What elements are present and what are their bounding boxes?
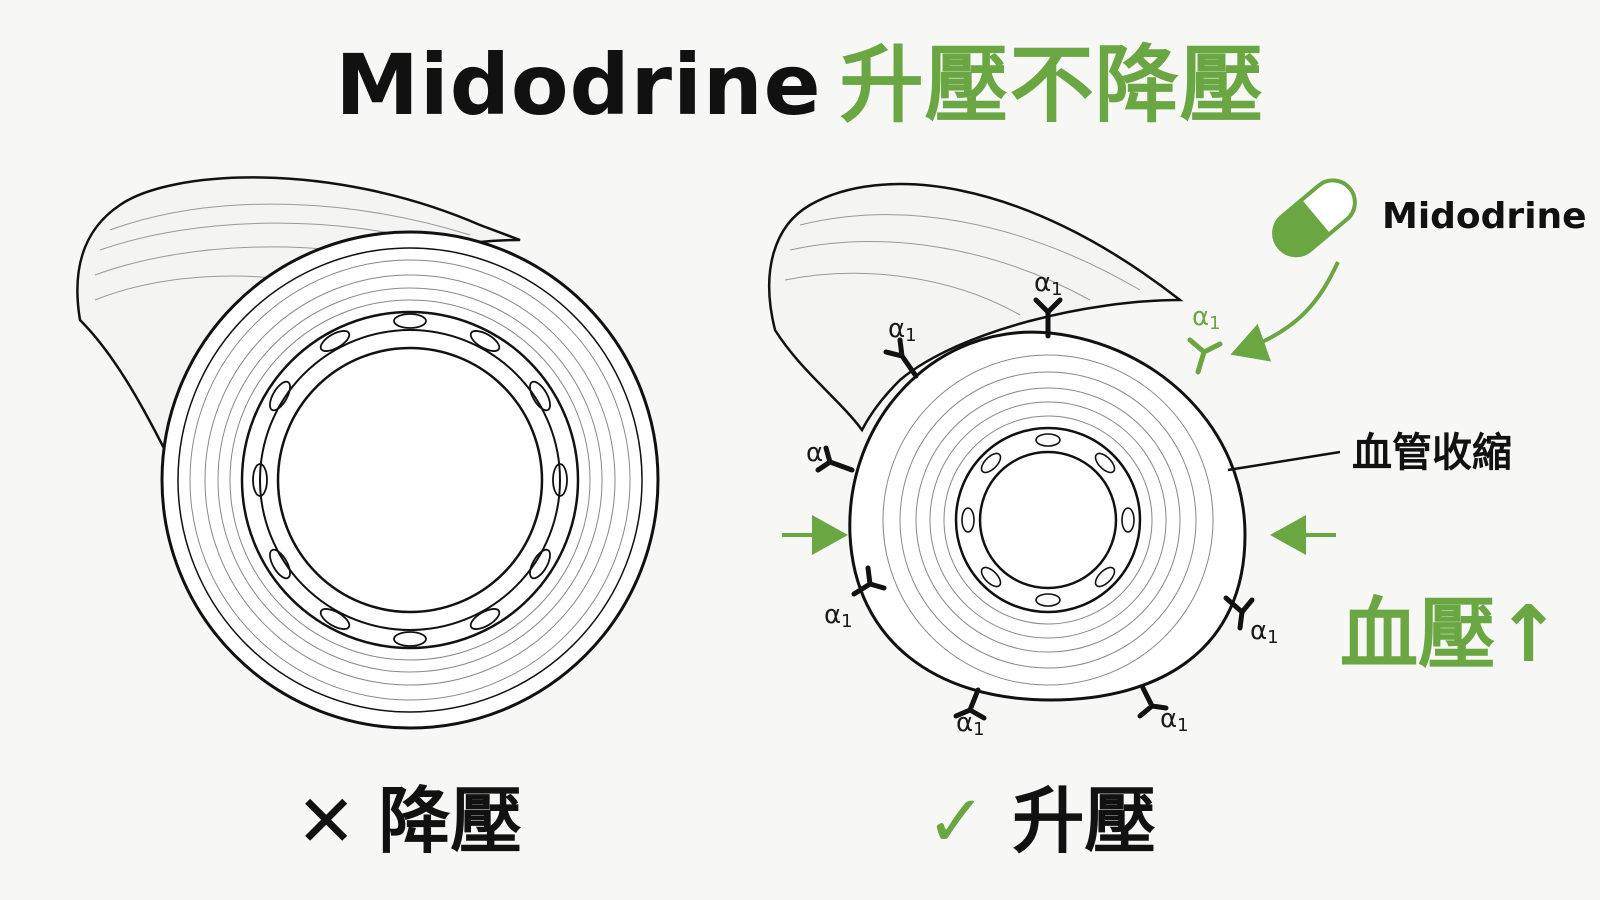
receptor-icon — [953, 687, 987, 721]
receptor-label: α1 — [956, 708, 985, 740]
receptor-icon — [1137, 685, 1169, 719]
constricted-endothelial-cells — [961, 433, 1135, 607]
left-caption-text: 降壓 — [378, 779, 523, 863]
receptor-label: α1 — [888, 314, 917, 346]
arrow-icon — [1230, 261, 1340, 362]
receptor-icon — [883, 337, 919, 379]
left-caption: ✕降壓 — [296, 762, 522, 867]
receptor-label: α1 — [1250, 616, 1279, 648]
normal-vessel — [76, 176, 660, 730]
receptor-label: α1 — [1160, 704, 1189, 736]
lumen — [276, 346, 544, 614]
endothelial-cells — [252, 313, 568, 647]
blood-pressure-up-label: 血壓↑ — [1340, 590, 1562, 680]
pill-capsule-icon — [1272, 178, 1357, 258]
right-caption-text: 升壓 — [1012, 779, 1157, 863]
constricted-inner-wall — [954, 426, 1142, 614]
receptor-label-active: α1 — [1192, 302, 1221, 334]
right-caption: ✓ 升壓 — [926, 762, 1156, 867]
receptor-icon — [851, 565, 887, 597]
receptor-icon-active — [1187, 337, 1223, 375]
receptor-icon — [1223, 595, 1255, 631]
receptor-label: α1 — [806, 438, 835, 470]
receptor-icon — [1033, 297, 1063, 339]
check-mark-icon: ✓ — [926, 779, 987, 863]
drug-label: Midodrine — [1382, 196, 1587, 237]
vessel-tube-texture-right — [784, 214, 1141, 316]
title-english: Midodrine — [335, 36, 822, 134]
constriction-pointer-line — [1227, 450, 1341, 472]
receptor-icon — [815, 445, 855, 473]
thick-muscle-layer-texture — [882, 354, 1214, 686]
receptor-label: α1 — [824, 600, 853, 632]
x-mark-icon: ✕ — [296, 779, 357, 863]
receptor-icons — [815, 297, 1255, 721]
inner-wall — [240, 310, 580, 650]
constriction-label: 血管收縮 — [1352, 430, 1512, 476]
constricted-vessel — [768, 182, 1247, 702]
constricted-lumen — [978, 450, 1118, 590]
title-chinese: 升壓不降壓 — [839, 36, 1265, 134]
muscle-layer-texture — [189, 259, 631, 701]
endothelium — [259, 329, 561, 631]
receptor-label: α1 — [1034, 268, 1063, 300]
